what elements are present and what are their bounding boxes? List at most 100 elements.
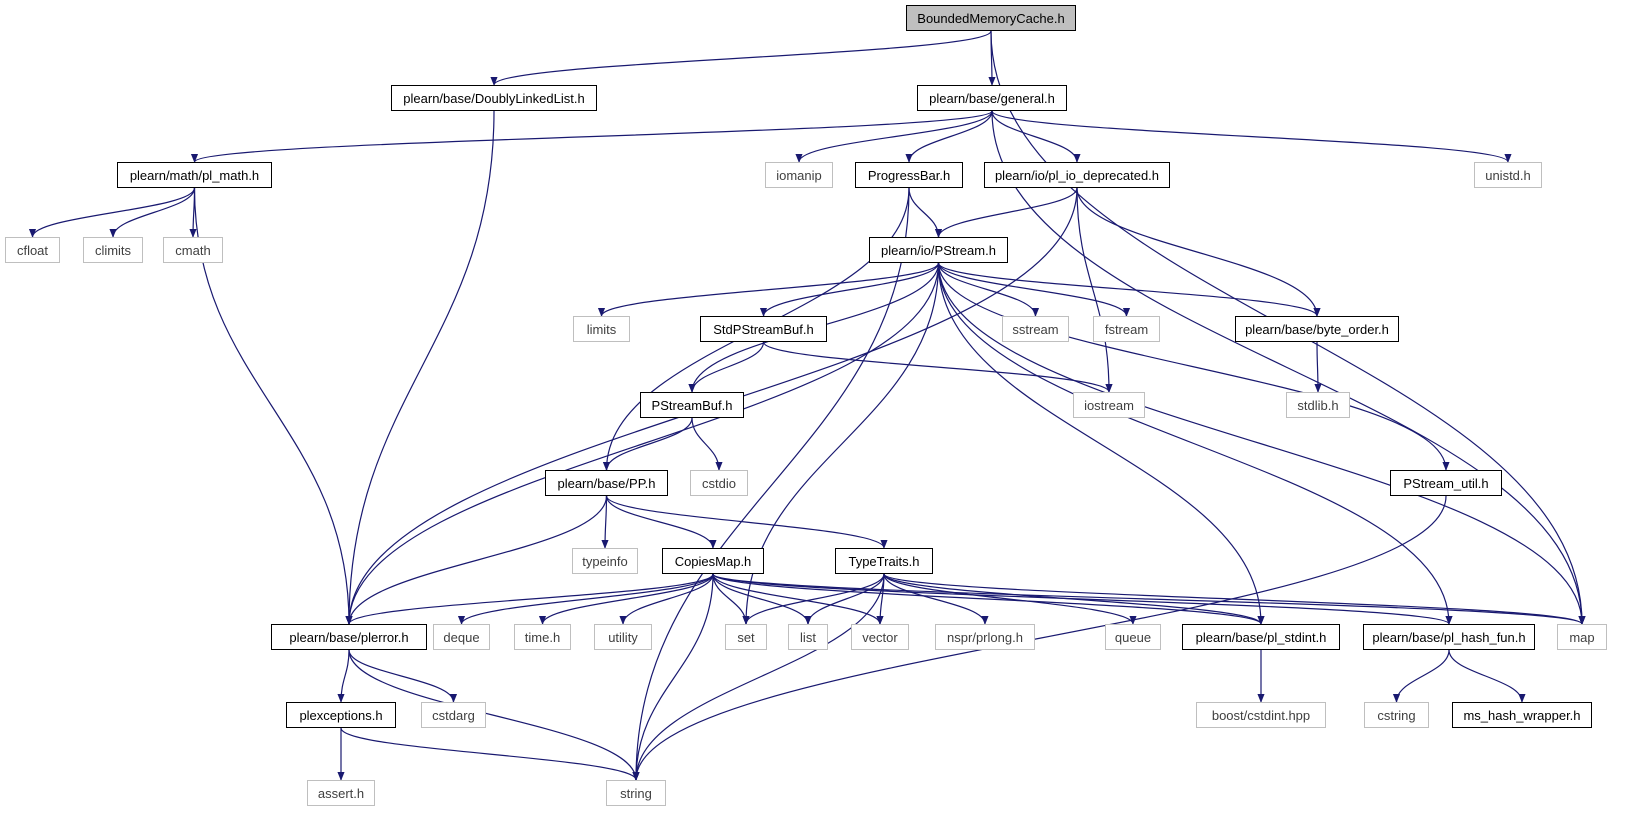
edge-pl_math-to-climits	[109, 187, 196, 238]
node-pstreambuf[interactable]: PStreamBuf.h	[640, 392, 744, 418]
edge-ProgressBar-to-PStream	[908, 187, 943, 238]
edge-PStream-to-limits	[598, 262, 940, 317]
edge-CopiesMap-to-string	[632, 573, 714, 781]
node-queue: queue	[1105, 624, 1161, 650]
node-set: set	[725, 624, 767, 650]
edge-PP-to-typeinfo	[601, 495, 609, 549]
edge-plerror-to-string	[348, 649, 640, 781]
node-plerror[interactable]: plearn/base/plerror.h	[271, 624, 427, 650]
edge-PStream-to-fstream	[937, 262, 1131, 317]
edge-pl_hash_fun-to-cstring	[1392, 649, 1450, 703]
edge-StdPStreamBuf-to-iostream	[762, 341, 1113, 393]
node-typeinfo: typeinfo	[572, 548, 638, 574]
edge-PStream-to-pl_stdint	[937, 262, 1265, 625]
edge-PP-to-CopiesMap	[605, 495, 717, 549]
edge-TypeTraits-to-set	[742, 573, 885, 625]
node-cmath: cmath	[163, 237, 223, 263]
node-boundedmemorycache: BoundedMemoryCache.h	[906, 5, 1076, 31]
edge-byte_order-to-stdlib	[1314, 341, 1322, 393]
node-pp[interactable]: plearn/base/PP.h	[545, 470, 668, 496]
node-cstring: cstring	[1364, 702, 1429, 728]
edge-TypeTraits-to-string	[632, 573, 885, 781]
edge-TypeTraits-to-prlong	[883, 573, 989, 625]
node-fstream: fstream	[1093, 316, 1160, 342]
node-stdpstreambuf[interactable]: StdPStreamBuf.h	[700, 316, 827, 342]
edge-PStream-to-pl_hash_fun	[937, 262, 1453, 625]
edge-plerror-to-cstdarg	[348, 649, 458, 703]
edge-CopiesMap-to-pl_hash_fun	[712, 573, 1453, 625]
node-cstdio: cstdio	[690, 470, 748, 496]
edge-CopiesMap-to-list	[712, 573, 812, 625]
node-pl-hash-fun[interactable]: plearn/base/pl_hash_fun.h	[1363, 624, 1535, 650]
edge-general-to-map	[991, 110, 1586, 625]
edge-pl_io_deprecated-to-PStream	[934, 187, 1078, 238]
node-cstdarg: cstdarg	[421, 702, 486, 728]
edge-DoublyLinkedList-to-plerror	[345, 110, 495, 625]
edge-PStream_util-to-string	[632, 495, 1447, 781]
node-cfloat: cfloat	[5, 237, 60, 263]
node-iostream: iostream	[1073, 392, 1145, 418]
node-time: time.h	[514, 624, 571, 650]
edge-CopiesMap-to-vector	[712, 573, 884, 625]
edge-TypeTraits-to-queue	[883, 573, 1137, 625]
edge-general-to-ProgressBar	[905, 110, 993, 163]
edge-plerror-to-plexceptions	[337, 649, 350, 703]
edge-CopiesMap-to-utility	[619, 573, 714, 625]
node-utility: utility	[594, 624, 652, 650]
node-stdlib: stdlib.h	[1286, 392, 1350, 418]
edge-PStream-to-StdPStreamBuf	[759, 262, 940, 317]
edge-PP-to-plerror	[345, 495, 608, 625]
edge-pl_io_deprecated-to-byte_order	[1076, 187, 1321, 317]
edge-TypeTraits-to-pl_stdint	[883, 573, 1265, 625]
node-general[interactable]: plearn/base/general.h	[917, 85, 1067, 111]
node-list: list	[788, 624, 828, 650]
node-prlong: nspr/prlong.h	[935, 624, 1035, 650]
edge-CopiesMap-to-map	[712, 573, 1586, 625]
node-doublylinkedlist[interactable]: plearn/base/DoublyLinkedList.h	[391, 85, 597, 111]
edge-PStream-to-map	[937, 262, 1586, 625]
node-iomanip: iomanip	[765, 162, 833, 188]
node-typetraits[interactable]: TypeTraits.h	[835, 548, 933, 574]
node-pstream[interactable]: plearn/io/PStream.h	[869, 237, 1008, 263]
node-map: map	[1557, 624, 1607, 650]
edge-TypeTraits-to-map	[883, 573, 1586, 625]
edge-CopiesMap-to-time	[538, 573, 714, 625]
edge-PStreamBuf-to-PP	[602, 417, 693, 471]
edge-pl_math-to-cfloat	[28, 187, 196, 238]
node-deque: deque	[433, 624, 490, 650]
node-sstream: sstream	[1002, 316, 1069, 342]
edge-pl_io_deprecated-to-iostream	[1076, 187, 1113, 393]
node-pl-stdint[interactable]: plearn/base/pl_stdint.h	[1182, 624, 1340, 650]
edge-pl_hash_fun-to-ms_hash_wrapper	[1448, 649, 1526, 703]
node-limits: limits	[573, 316, 630, 342]
node-ms-hash-wrapper[interactable]: ms_hash_wrapper.h	[1452, 702, 1592, 728]
node-string: string	[606, 780, 666, 806]
node-copiesmap[interactable]: CopiesMap.h	[662, 548, 764, 574]
node-pstream-util[interactable]: PStream_util.h	[1390, 470, 1502, 496]
node-pl-math[interactable]: plearn/math/pl_math.h	[117, 162, 272, 188]
node-pl-io-deprecated[interactable]: plearn/io/pl_io_deprecated.h	[984, 162, 1170, 188]
edge-ProgressBar-to-string	[632, 187, 910, 781]
edge-PP-to-TypeTraits	[605, 495, 888, 549]
node-vector: vector	[851, 624, 909, 650]
edge-StdPStreamBuf-to-PStreamBuf	[688, 341, 765, 393]
edge-PStream-to-sstream	[937, 262, 1040, 317]
node-plexceptions[interactable]: plexceptions.h	[286, 702, 396, 728]
edge-general-to-pl_io_deprecated	[991, 110, 1081, 163]
node-byte-order[interactable]: plearn/base/byte_order.h	[1235, 316, 1399, 342]
edge-plexceptions-to-string	[340, 727, 640, 781]
edge-general-to-unistd	[991, 110, 1512, 163]
edge-general-to-iomanip	[795, 110, 993, 163]
edge-CopiesMap-to-pl_stdint	[712, 573, 1265, 625]
edge-PStream-to-byte_order	[937, 262, 1321, 317]
edge-PStreamBuf-to-cstdio	[691, 417, 723, 471]
node-progressbar[interactable]: ProgressBar.h	[855, 162, 963, 188]
edge-CopiesMap-to-deque	[457, 573, 714, 625]
edge-BoundedMemoryCache-to-DoublyLinkedList	[490, 30, 992, 86]
edge-general-to-pl_math	[191, 110, 993, 163]
edge-TypeTraits-to-list	[804, 573, 885, 625]
edge-PStream-to-plerror	[345, 262, 940, 625]
node-cstdint: boost/cstdint.hpp	[1196, 702, 1326, 728]
